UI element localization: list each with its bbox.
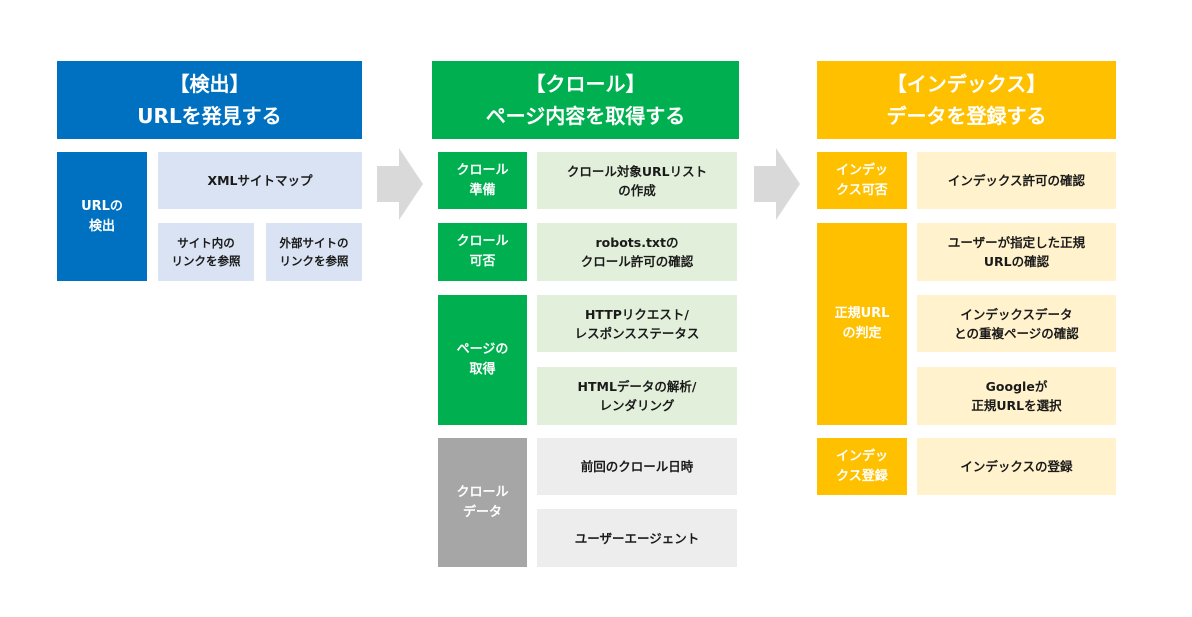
index-item-registration: インデックスの登録: [917, 438, 1116, 495]
index-category-canonical: 正規URL の判定: [817, 223, 907, 425]
index-item-google-canonical: Googleが 正規URLを選択: [917, 367, 1116, 425]
crawl-category-prep: クロール 準備: [438, 152, 527, 209]
crawl-item-html: HTMLデータの解析/ レンダリング: [537, 367, 737, 425]
crawl-item-robots: robots.txtの クロール許可の確認: [537, 223, 737, 281]
crawl-category-permission: クロール 可否: [438, 223, 527, 281]
index-item-duplicate-check: インデックスデータ との重複ページの確認: [917, 295, 1116, 352]
index-item-user-canonical: ユーザーが指定した正規 URLの確認: [917, 223, 1116, 281]
crawl-item-http: HTTPリクエスト/ レスポンスステータス: [537, 295, 737, 352]
index-category-permission: インデッ クス可否: [817, 152, 907, 209]
detect-item-xml-sitemap: XMLサイトマップ: [158, 152, 362, 209]
crawl-item-last-crawl: 前回のクロール日時: [537, 438, 737, 495]
arrow-right-icon: [377, 148, 423, 220]
index-item-permission-check: インデックス許可の確認: [917, 152, 1116, 209]
detect-item-internal-links: サイト内の リンクを参照: [158, 223, 254, 281]
crawl-header: 【クロール】 ページ内容を取得する: [432, 61, 739, 139]
detect-header: 【検出】 URLを発見する: [57, 61, 362, 139]
crawl-category-page-fetch: ページの 取得: [438, 295, 527, 425]
arrow-right-icon: [754, 148, 800, 220]
crawl-category-data: クロール データ: [438, 438, 527, 567]
crawl-item-user-agent: ユーザーエージェント: [537, 509, 737, 567]
index-header: 【インデックス】 データを登録する: [817, 61, 1116, 139]
detect-item-external-links: 外部サイトの リンクを参照: [266, 223, 362, 281]
detect-category-url-detection: URLの 検出: [57, 152, 147, 281]
crawl-item-url-list: クロール対象URLリスト の作成: [537, 152, 737, 209]
index-category-registration: インデッ クス登録: [817, 438, 907, 495]
